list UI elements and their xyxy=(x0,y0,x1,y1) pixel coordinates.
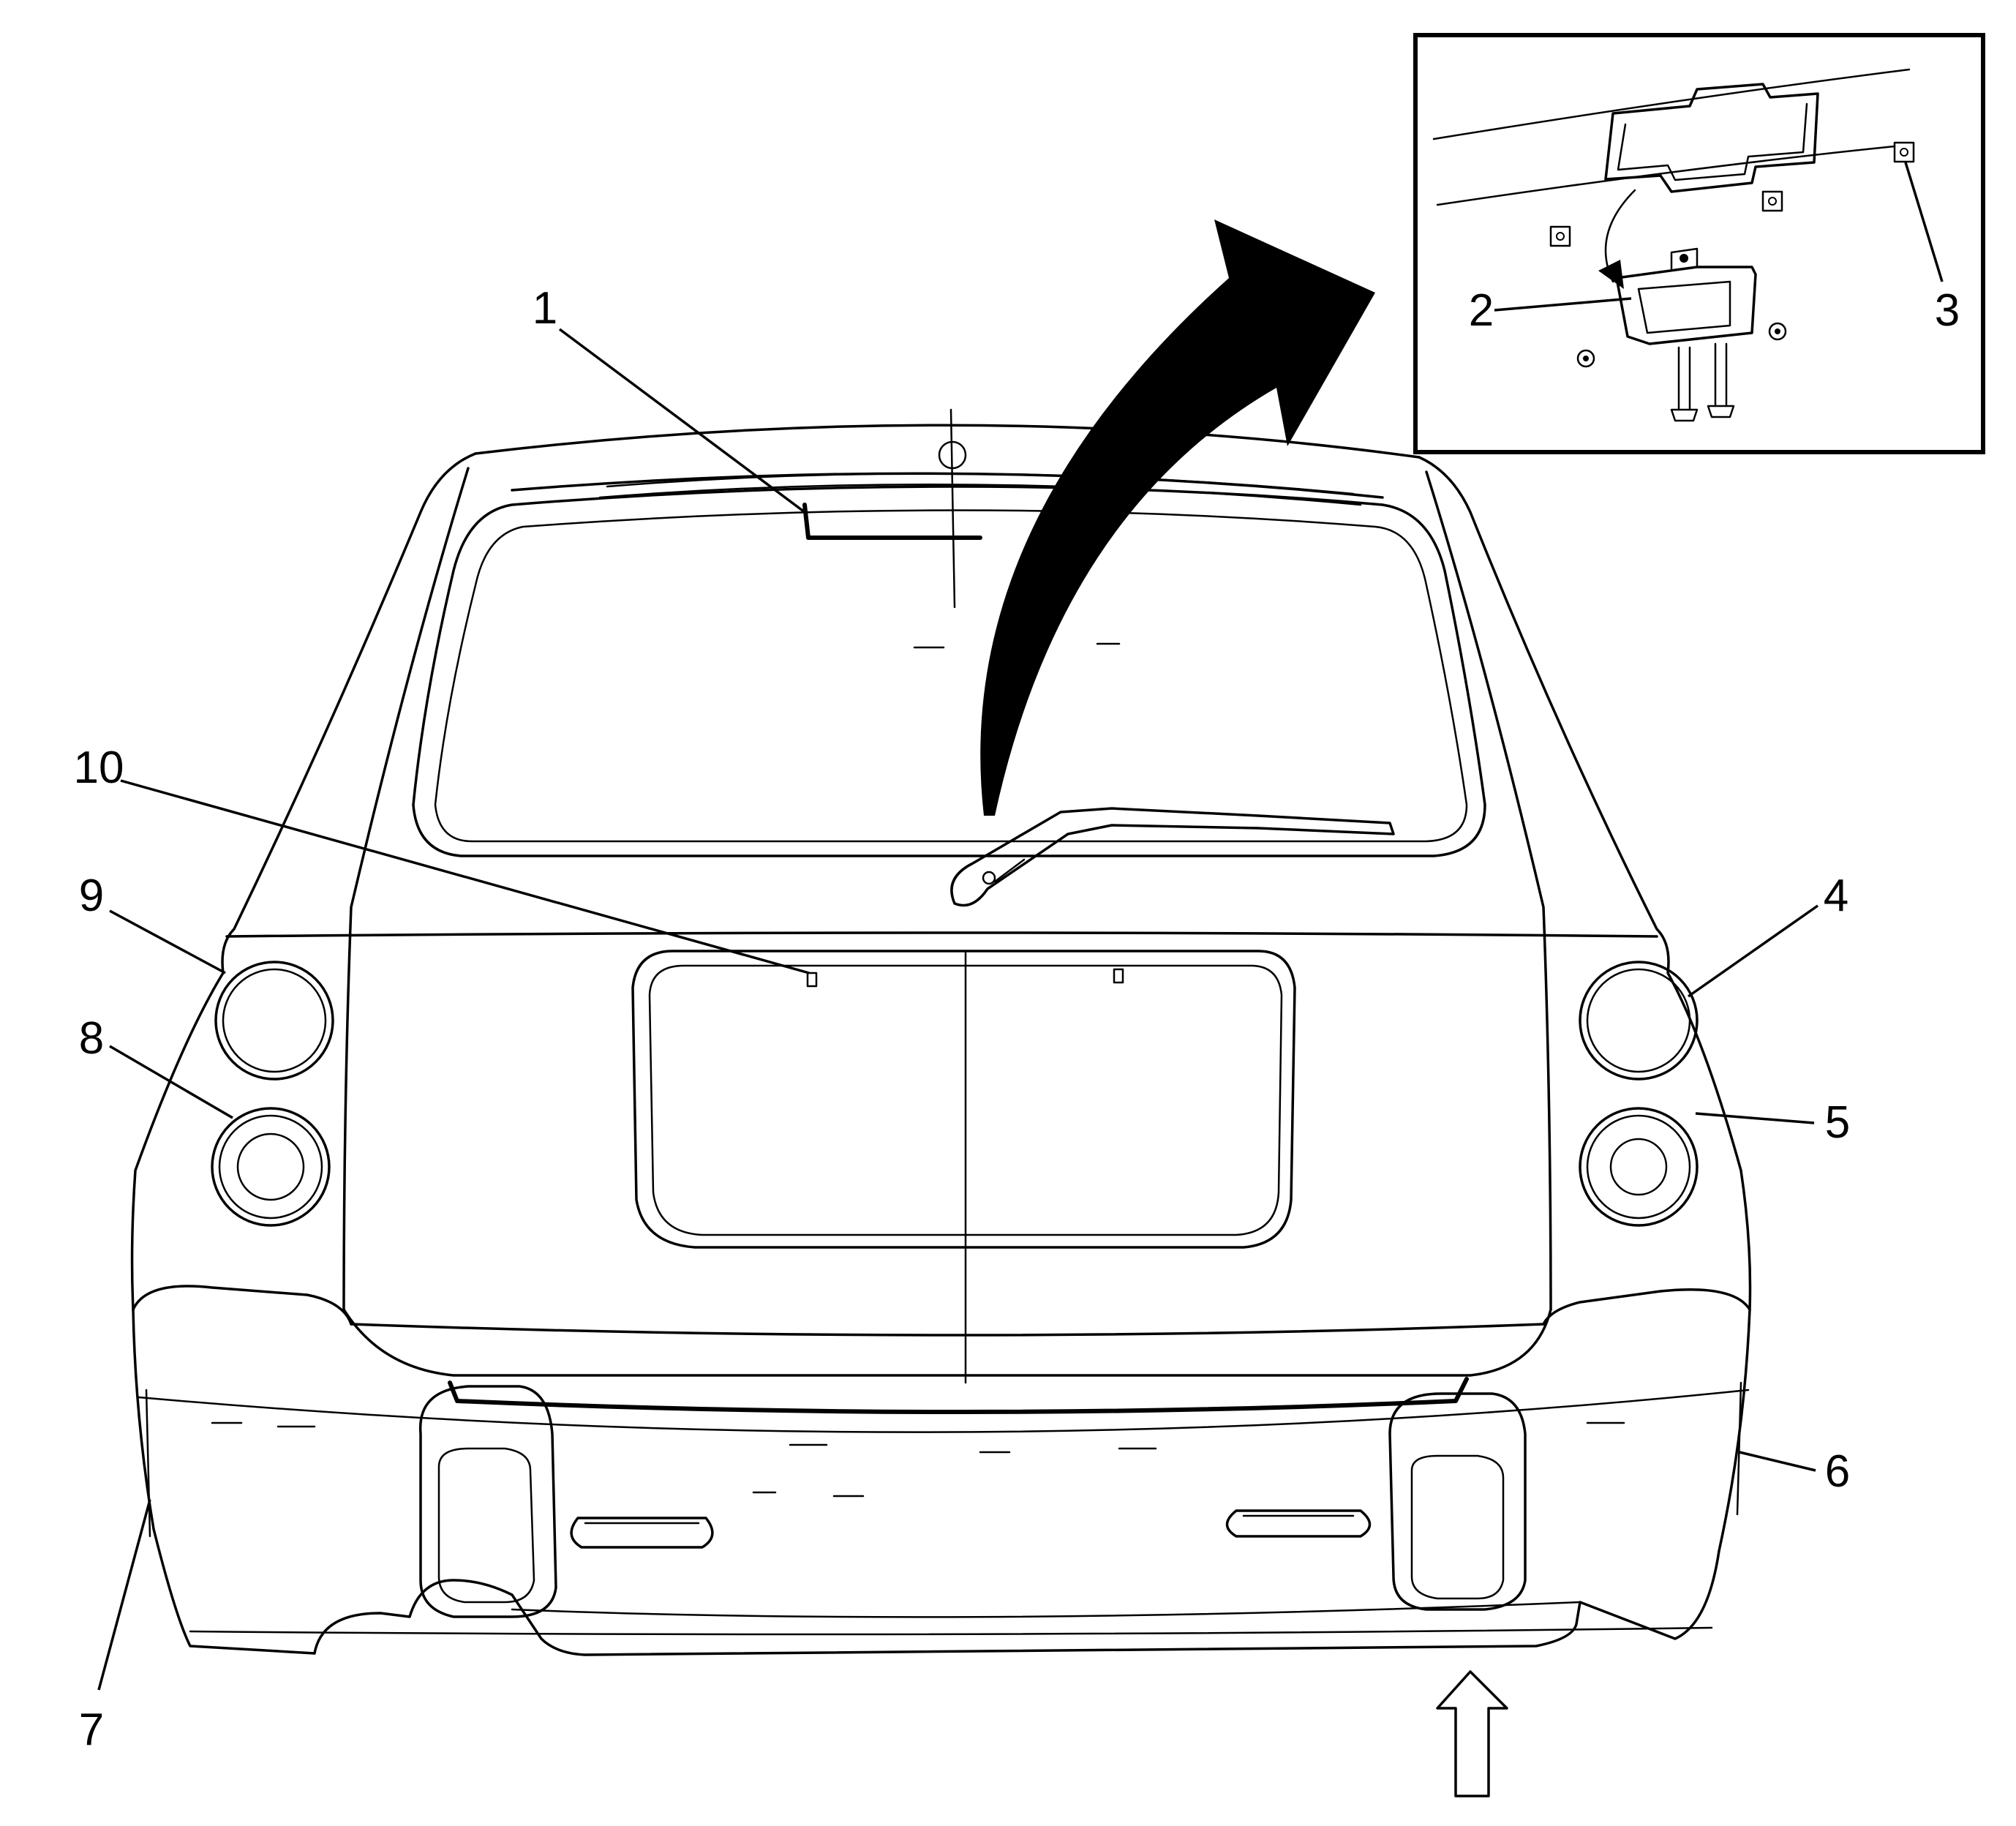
tail-lamps-left xyxy=(211,961,334,1227)
leader-3 xyxy=(1904,162,1944,282)
callout-2: 2 xyxy=(1469,285,1494,336)
leader-1 xyxy=(558,328,806,514)
callout-1: 1 xyxy=(533,283,557,334)
callout-7: 7 xyxy=(79,1705,104,1755)
detail-inset xyxy=(1413,33,1985,454)
vehicle-body xyxy=(130,408,1752,1384)
callout-3: 3 xyxy=(1935,285,1960,336)
callout-8: 8 xyxy=(79,1013,104,1064)
callout-10: 10 xyxy=(74,743,124,793)
callout-labels: 1 2 3 4 5 6 7 8 9 10 xyxy=(74,283,1960,1755)
tail-lamps-right xyxy=(1579,961,1699,1227)
leader-5 xyxy=(1695,1112,1815,1124)
callout-6: 6 xyxy=(1825,1446,1850,1497)
leader-lines xyxy=(97,162,1944,1691)
callout-4: 4 xyxy=(1824,871,1848,921)
leader-9 xyxy=(109,909,226,974)
rear-bumper-fascia xyxy=(132,1285,1751,1656)
rear-wiper xyxy=(950,807,1395,907)
callout-5: 5 xyxy=(1825,1097,1850,1148)
leader-10 xyxy=(120,779,810,974)
leader-7 xyxy=(97,1499,151,1691)
rear-window xyxy=(412,485,1486,857)
leader-8 xyxy=(109,1045,233,1119)
callout-9: 9 xyxy=(79,871,104,921)
bowtie-emblem-icon xyxy=(1604,83,1819,193)
leader-2 xyxy=(1494,297,1632,312)
detail-curved-arrow-icon xyxy=(980,219,1375,816)
leader-6 xyxy=(1739,1451,1816,1472)
liftgate xyxy=(225,931,1658,1414)
view-direction-arrow-icon xyxy=(1436,1670,1508,1797)
leader-4 xyxy=(1687,904,1819,998)
